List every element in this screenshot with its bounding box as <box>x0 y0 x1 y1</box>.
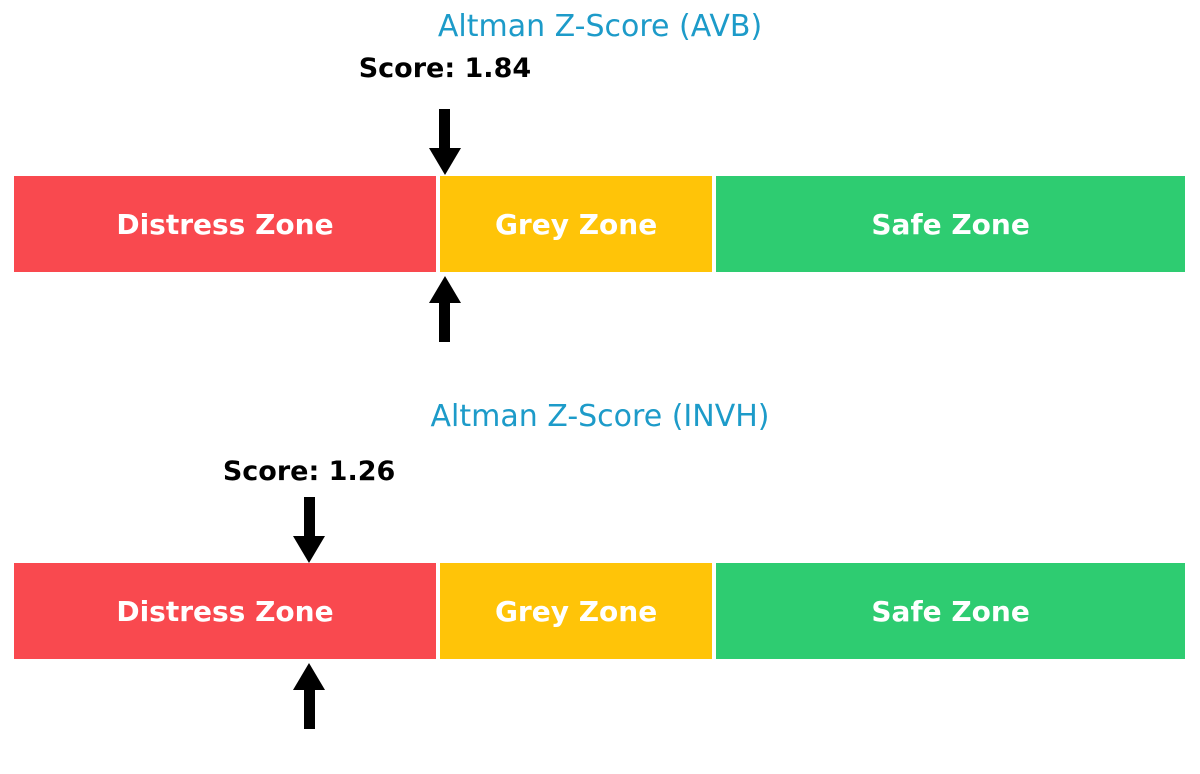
zone-label: Grey Zone <box>494 594 658 628</box>
arrow-tail <box>303 497 315 536</box>
zone-safe: Safe Zone <box>716 563 1185 659</box>
zone-label: Distress Zone <box>116 207 334 241</box>
up-arrow-icon <box>293 663 326 729</box>
zone-bar: Distress Zone Grey Zone Safe Zone <box>0 176 1200 272</box>
chart-title: Altman Z-Score (INVH) <box>430 399 770 434</box>
arrow-tail <box>439 109 451 148</box>
zone-label: Distress Zone <box>116 594 334 628</box>
zone-distress: Distress Zone <box>14 563 436 659</box>
zone-label: Grey Zone <box>494 207 658 241</box>
zscore-chart-invh: Altman Z-Score (INVH) Score: 1.26 Distre… <box>0 387 1200 774</box>
zone-grey: Grey Zone <box>439 176 713 272</box>
arrow-tail <box>303 690 315 729</box>
zscore-chart-avb: Altman Z-Score (AVB) Score: 1.84 Distres… <box>0 9 1200 342</box>
zone-label: Safe Zone <box>871 594 1030 628</box>
zone-label: Safe Zone <box>871 207 1030 241</box>
up-arrow-icon <box>428 276 461 342</box>
zone-safe: Safe Zone <box>716 176 1185 272</box>
down-arrow-icon <box>293 497 326 563</box>
score-label: Score: 1.84 <box>358 53 532 84</box>
arrow-head <box>428 148 461 175</box>
arrow-head <box>293 536 326 563</box>
zone-bar: Distress Zone Grey Zone Safe Zone <box>0 563 1200 659</box>
arrow-head <box>293 663 326 690</box>
chart-title: Altman Z-Score (AVB) <box>437 9 763 44</box>
arrow-tail <box>439 303 451 342</box>
zone-grey: Grey Zone <box>439 563 713 659</box>
down-arrow-icon <box>428 109 461 175</box>
score-label: Score: 1.26 <box>222 456 396 487</box>
zone-distress: Distress Zone <box>14 176 436 272</box>
arrow-head <box>428 276 461 303</box>
